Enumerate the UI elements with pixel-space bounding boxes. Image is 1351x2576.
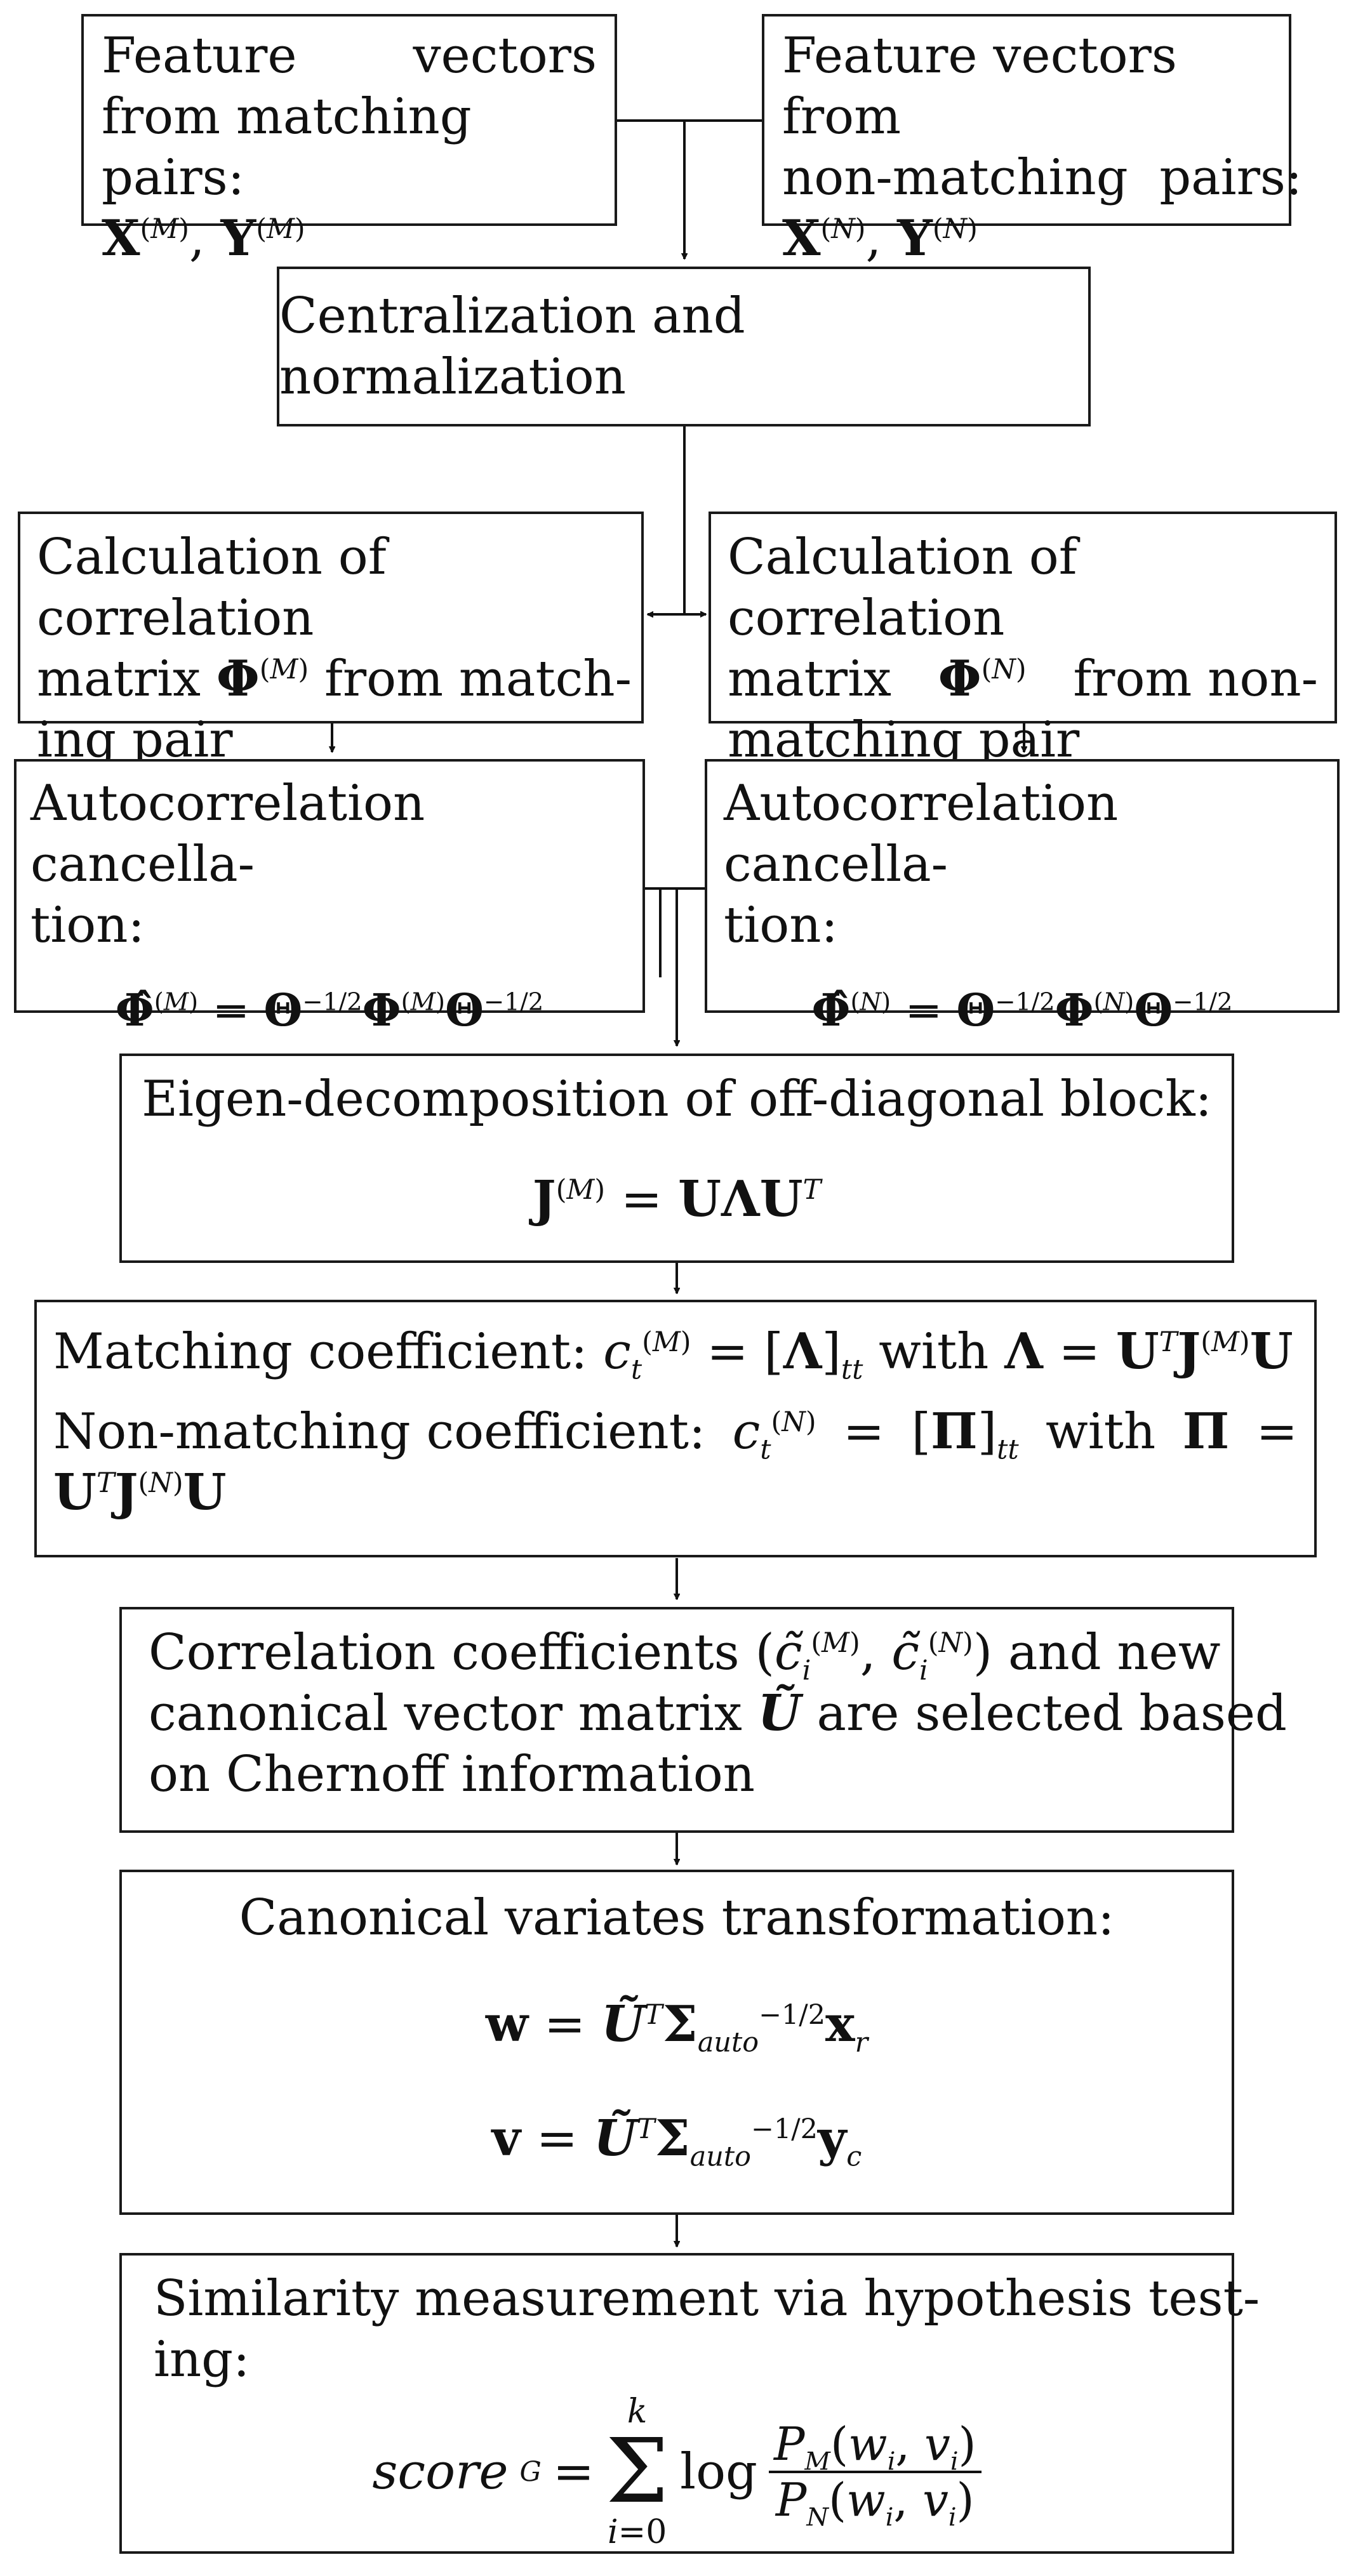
autocorr-matching-equation: Φ̂(M) = Θ−1/2Φ(M)Θ−1/2 — [115, 984, 544, 1036]
corr-nonmatching-line1: Calculation of correlation — [728, 529, 1077, 647]
autocorr-matching-line2: tion: — [30, 897, 145, 954]
corr-matching-line1: Calculation of correlation — [37, 529, 387, 647]
autocorr-matching-line1: Autocorrelation cancella- — [30, 775, 425, 893]
autocorr-nonmatching-line1: Autocorrelation cancella- — [724, 775, 1119, 893]
matching-features-symbols: X(M), Y(M) — [102, 209, 305, 267]
corr-matching-line2: matrix Φ(M) from match- — [37, 650, 632, 708]
selection-box: Correlation coefficients (c̃i(M), c̃i(N)… — [119, 1607, 1287, 1833]
nonmatching-coefficient-cont: UTJ(N)U — [53, 1463, 227, 1521]
nonmatching-features-line1: Feature vectors from — [782, 27, 1177, 145]
centralization-label: Centralization and normalization — [279, 287, 745, 406]
matching-features-line1a: Feature — [102, 27, 297, 84]
autocorr-nonmatching-line2: tion: — [724, 897, 838, 954]
selection-line1: Correlation coefficients (c̃i(M), c̃i(N)… — [149, 1624, 1221, 1687]
nonmatching-features-box: Feature vectors from non-matching pairs:… — [762, 14, 1303, 267]
similarity-line2: ing: — [154, 2331, 250, 2388]
transformation-box: Canonical variates transformation: w = U… — [119, 1870, 1234, 2215]
matching-coefficient-line: Matching coefficient: ct(M) = [Λ]tt with… — [53, 1323, 1293, 1386]
selection-line3: on Chernoff information — [149, 1746, 755, 1803]
autocorr-nonmatching-box: Autocorrelation cancella- tion: Φ̂(N) = … — [705, 759, 1340, 1036]
selection-line2: canonical vector matrix Ũ are selected … — [149, 1684, 1287, 1742]
eigen-equation: J(M) = UΛUT — [532, 1170, 822, 1228]
nonmatching-features-line2: non-matching pairs: — [782, 149, 1303, 206]
matching-features-box: Feature vectors from matching pairs: X(M… — [81, 14, 617, 267]
matching-features-line1b: vectors — [413, 27, 597, 84]
similarity-box: Similarity measurement via hypothesis te… — [119, 2253, 1260, 2554]
coefficients-box: Matching coefficient: ct(M) = [Λ]tt with… — [34, 1300, 1317, 1557]
eigen-decomposition-box: Eigen-decomposition of off-diagonal bloc… — [119, 1054, 1234, 1263]
nonmatching-coefficient-line: Non-matching coefficient: ct(N) = [Π]tt … — [53, 1403, 1298, 1466]
similarity-line1: Similarity measurement via hypothesis te… — [154, 2270, 1260, 2327]
transformation-w-equation: w = ŨTΣauto−1/2xr — [485, 1995, 868, 2059]
centralization-box: Centralization and normalization — [277, 267, 1091, 426]
transformation-line1: Canonical variates transformation: — [239, 1889, 1115, 1946]
autocorr-nonmatching-equation: Φ̂(N) = Θ−1/2Φ(N)Θ−1/2 — [811, 984, 1233, 1036]
eigen-line1: Eigen-decomposition of off-diagonal bloc… — [142, 1071, 1212, 1128]
nonmatching-features-symbols: X(N), Y(N) — [782, 209, 978, 267]
autocorr-matching-box: Autocorrelation cancella- tion: Φ̂(M) = … — [14, 759, 645, 1036]
correlation-matching-box: Calculation of correlation matrix Φ(M) f… — [18, 512, 644, 769]
transformation-v-equation: v = ŨTΣauto−1/2yc — [491, 2110, 862, 2173]
matching-features-line2: from matching pairs: — [102, 88, 472, 206]
